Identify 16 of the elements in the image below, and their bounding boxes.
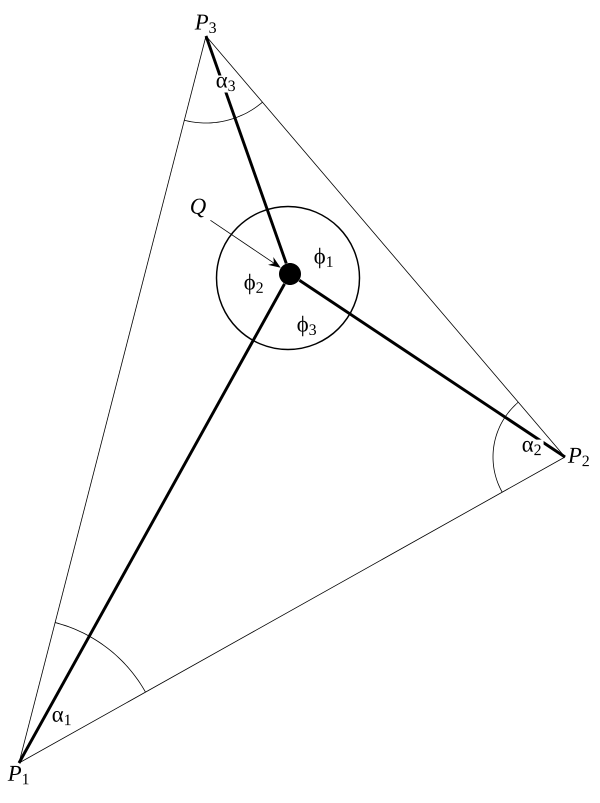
angle-label: α$_{1}$ <box>50 710 74 726</box>
line <box>18 283 286 764</box>
angle-label: ϕ$_{3}$ <box>295 314 319 338</box>
line <box>206 36 566 458</box>
angle-label: α$_{2}$ <box>520 440 544 456</box>
line <box>18 456 566 764</box>
vertex-label: P$_{3}$ <box>194 14 216 34</box>
line <box>204 36 288 264</box>
line <box>298 279 566 458</box>
point-label: Q <box>191 198 206 218</box>
angle-label: α$_{3}$ <box>214 76 238 92</box>
vertex-label: P$_{2}$ <box>568 448 589 466</box>
point-dot <box>279 263 301 285</box>
angle-label: ϕ$_{1}$ <box>312 246 336 270</box>
vertex-label: P$_{1}$ <box>8 766 29 784</box>
angle-label: ϕ$_{2}$ <box>242 272 266 296</box>
